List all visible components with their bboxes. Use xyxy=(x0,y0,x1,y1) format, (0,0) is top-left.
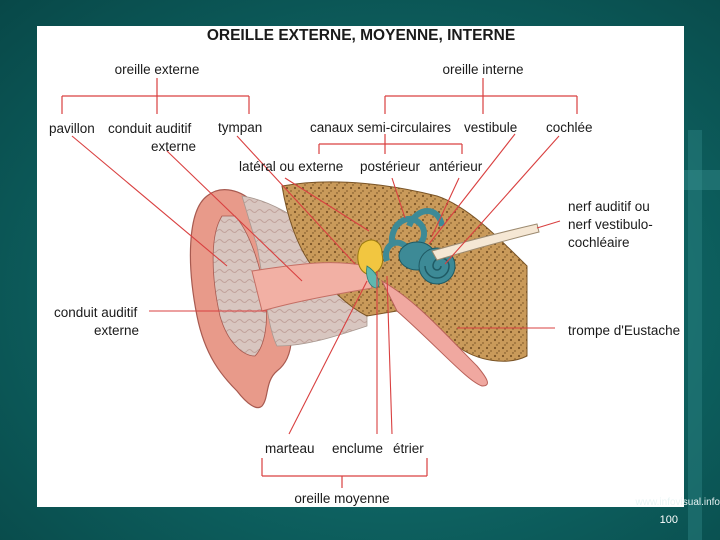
label-trompe: trompe d'Eustache xyxy=(568,323,680,338)
slide-panel: OREILLE EXTERNE, MOYENNE, INTERNE xyxy=(37,26,684,507)
bracket-internal xyxy=(384,78,578,114)
label-nerf-1: nerf auditif ou xyxy=(568,199,650,214)
label-tympan: tympan xyxy=(218,120,262,135)
eustachian-tube xyxy=(380,279,488,387)
ear-anatomy-diagram: OREILLE EXTERNE, MOYENNE, INTERNE xyxy=(49,27,680,506)
watermark-text: www.infovisual.info xyxy=(635,497,720,508)
auditory-nerve xyxy=(431,223,540,261)
label-oreille-moyenne: oreille moyenne xyxy=(294,491,389,506)
ossicles-shape xyxy=(357,239,384,275)
label-posterieur: postérieur xyxy=(360,159,421,174)
label-anterieur: antérieur xyxy=(429,159,483,174)
label-pavillon: pavillon xyxy=(49,121,95,136)
label-conduit-auditif: conduit auditif xyxy=(108,121,192,136)
label-conduit-left-1: conduit auditif xyxy=(54,305,138,320)
page-number: 100 xyxy=(659,514,678,526)
label-conduit-left-2: externe xyxy=(94,323,139,338)
label-enclume: enclume xyxy=(332,441,383,456)
label-nerf-2: nerf vestibulo- xyxy=(568,217,653,232)
leader-lines xyxy=(71,133,561,435)
bracket-canals xyxy=(318,134,463,154)
diagram-title: OREILLE EXTERNE, MOYENNE, INTERNE xyxy=(207,27,515,44)
label-lateral: latéral ou externe xyxy=(239,159,343,174)
label-oreille-interne: oreille interne xyxy=(442,62,523,77)
bracket-middle xyxy=(261,458,428,488)
label-oreille-externe: oreille externe xyxy=(115,62,200,77)
label-marteau: marteau xyxy=(265,441,315,456)
label-cochlee: cochlée xyxy=(546,120,593,135)
label-canaux: canaux semi-circulaires xyxy=(310,120,451,135)
bracket-external xyxy=(61,78,250,114)
label-etrier: étrier xyxy=(393,441,424,456)
label-conduit-auditif-externe: externe xyxy=(151,139,196,154)
background-decoration xyxy=(680,130,720,540)
label-nerf-3: cochléaire xyxy=(568,235,630,250)
ear-canal xyxy=(251,262,373,312)
label-vestibule: vestibule xyxy=(464,120,517,135)
pinna-inner xyxy=(212,215,267,357)
